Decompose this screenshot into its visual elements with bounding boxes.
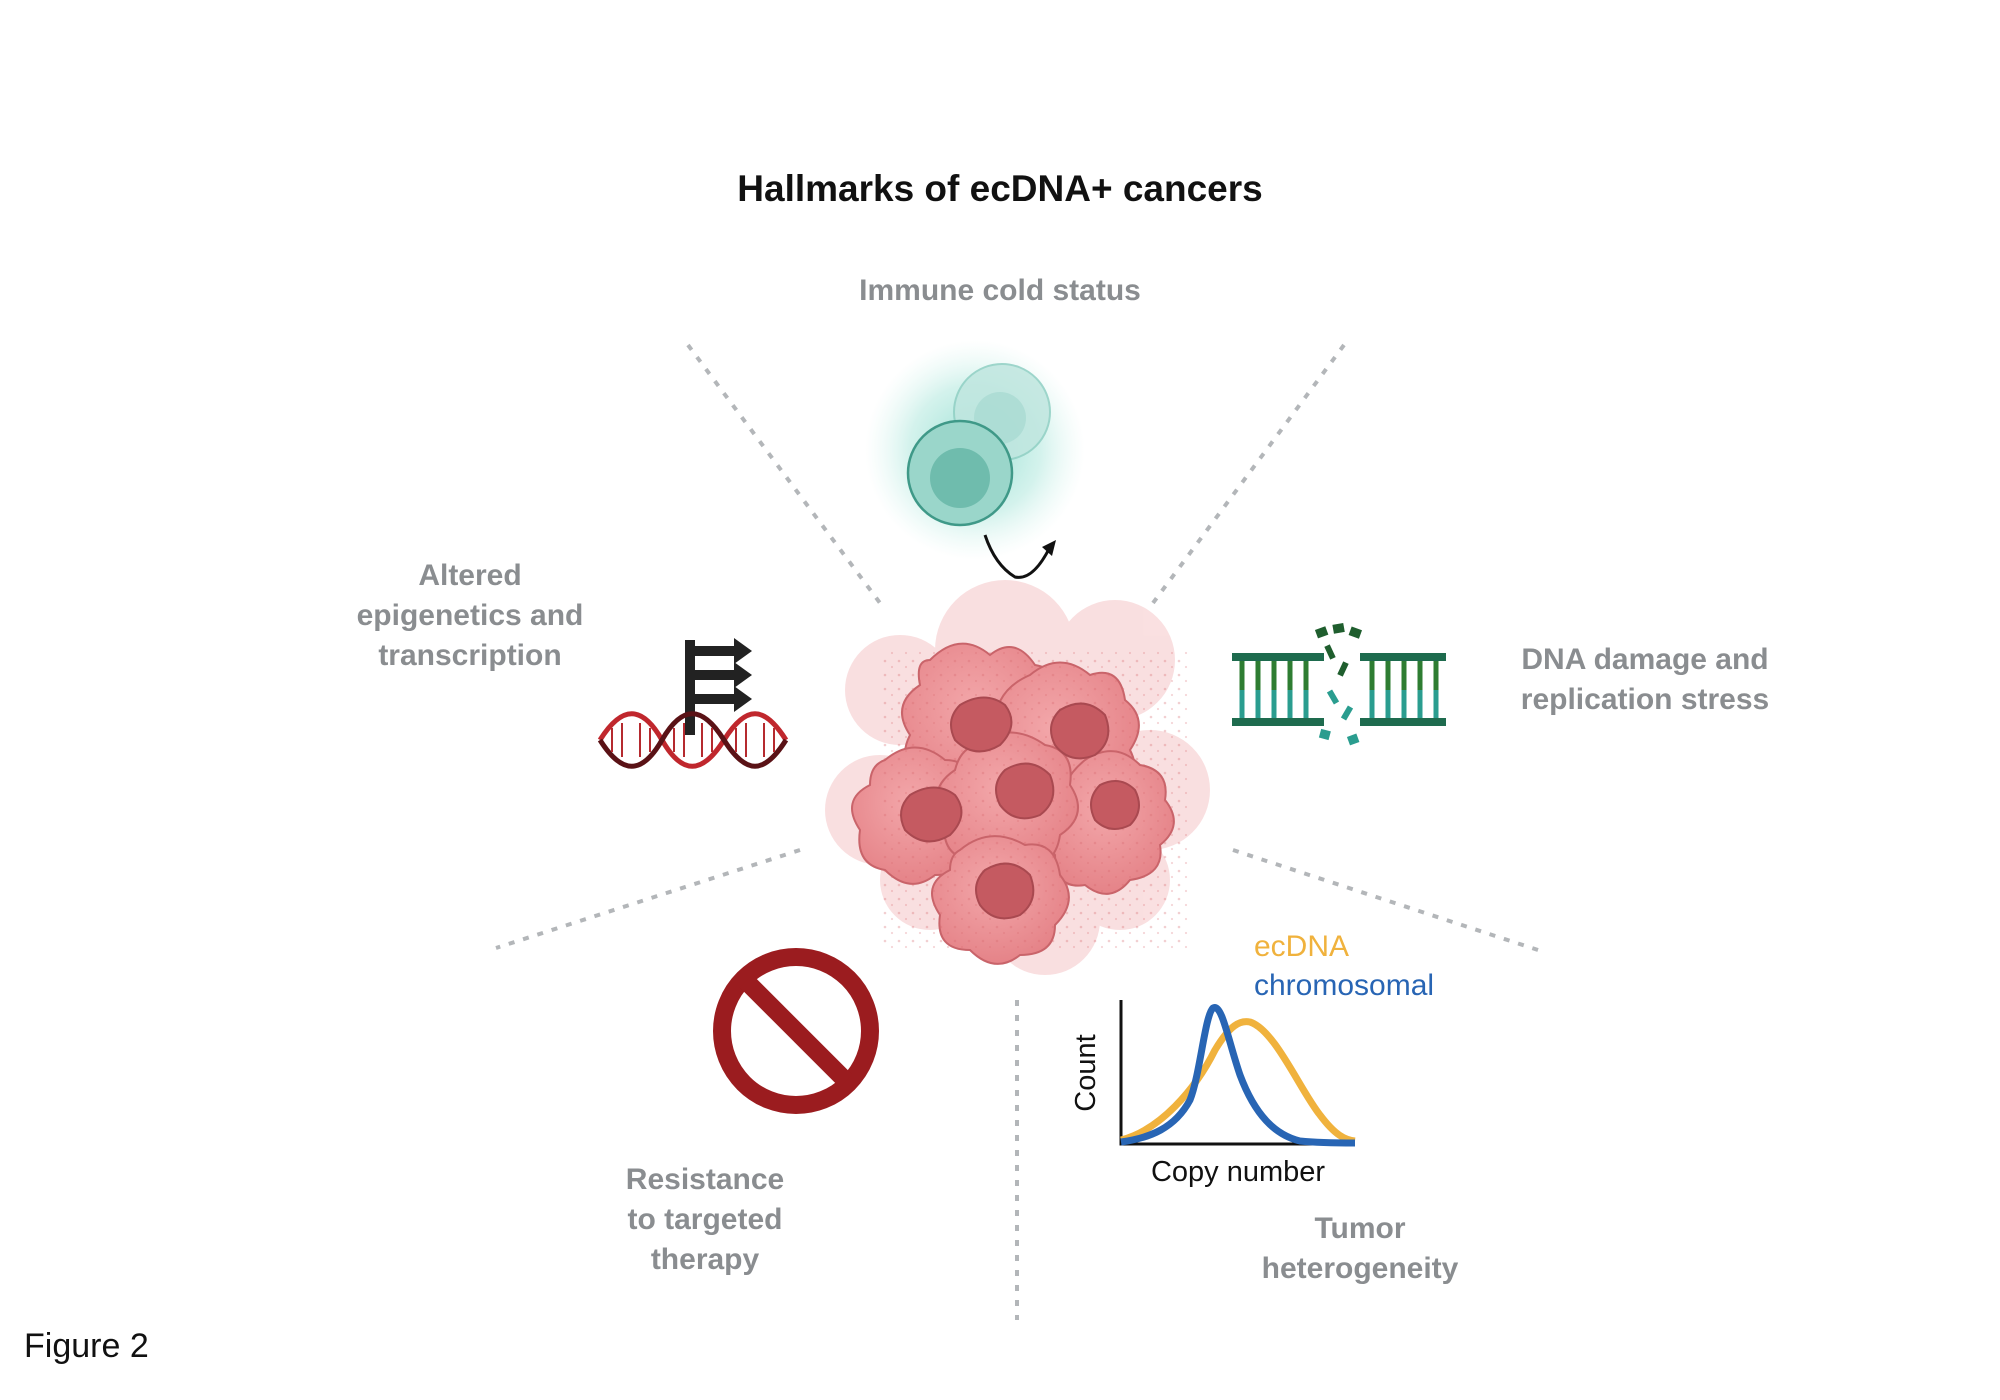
- curved-arrow-icon: [983, 534, 1052, 579]
- hallmark-heterogeneity-line1: Tumor: [1314, 1212, 1406, 1245]
- figure-number-label: Figure 2: [24, 1327, 149, 1365]
- copy-number-plot: ecDNA chromosomal Copy number Count: [1070, 930, 1434, 1188]
- hallmark-dna-damage: DNA damage and replication stress: [1475, 640, 1815, 720]
- promoter-dna-icon: [597, 638, 789, 769]
- hallmark-epigenetics-line3: transcription: [378, 639, 562, 672]
- hallmark-resistance-line3: therapy: [650, 1243, 760, 1276]
- hallmark-dna-damage-line1: DNA damage and: [1521, 643, 1769, 676]
- hallmark-resistance-line1: Resistance: [625, 1163, 785, 1196]
- ecdna-curve: [1120, 1018, 1356, 1145]
- plot-y-axis-label: Count: [1070, 1034, 1102, 1111]
- plot-legend-ecdna: ecDNA: [1254, 930, 1349, 963]
- hallmark-immune-cold: Immune cold status: [859, 274, 1141, 307]
- hallmark-heterogeneity-line2: heterogeneity: [1261, 1252, 1459, 1285]
- divider-line-top-right: [1151, 343, 1346, 605]
- prohibited-sign-icon: [713, 948, 879, 1114]
- plot-x-axis-label: Copy number: [1151, 1156, 1325, 1188]
- chromosomal-curve: [1120, 1004, 1356, 1147]
- hallmark-epigenetics-line1: Altered: [418, 559, 522, 592]
- immune-cells-icon: [865, 340, 1085, 579]
- hallmark-dna-damage-line2: replication stress: [1520, 683, 1770, 716]
- broken-dna-icon: [1232, 623, 1446, 746]
- plot-legend-chromosomal: chromosomal: [1254, 969, 1434, 1002]
- hallmark-resistance: Resistance to targeted therapy: [555, 1160, 855, 1280]
- plot-axes: [1119, 1000, 1355, 1146]
- hallmark-epigenetics-line2: epigenetics and: [356, 599, 584, 632]
- hallmark-epigenetics: Altered epigenetics and transcription: [300, 556, 640, 676]
- divider-line-left: [495, 848, 801, 950]
- hallmark-heterogeneity: Tumor heterogeneity: [1210, 1209, 1510, 1289]
- divider-line-top-left: [686, 343, 882, 605]
- tumor-cluster-icon: [825, 580, 1210, 975]
- dna-helix-icon: [597, 711, 789, 769]
- hallmark-resistance-line2: to targeted: [627, 1203, 783, 1236]
- figure-title: Hallmarks of ecDNA+ cancers: [737, 168, 1263, 209]
